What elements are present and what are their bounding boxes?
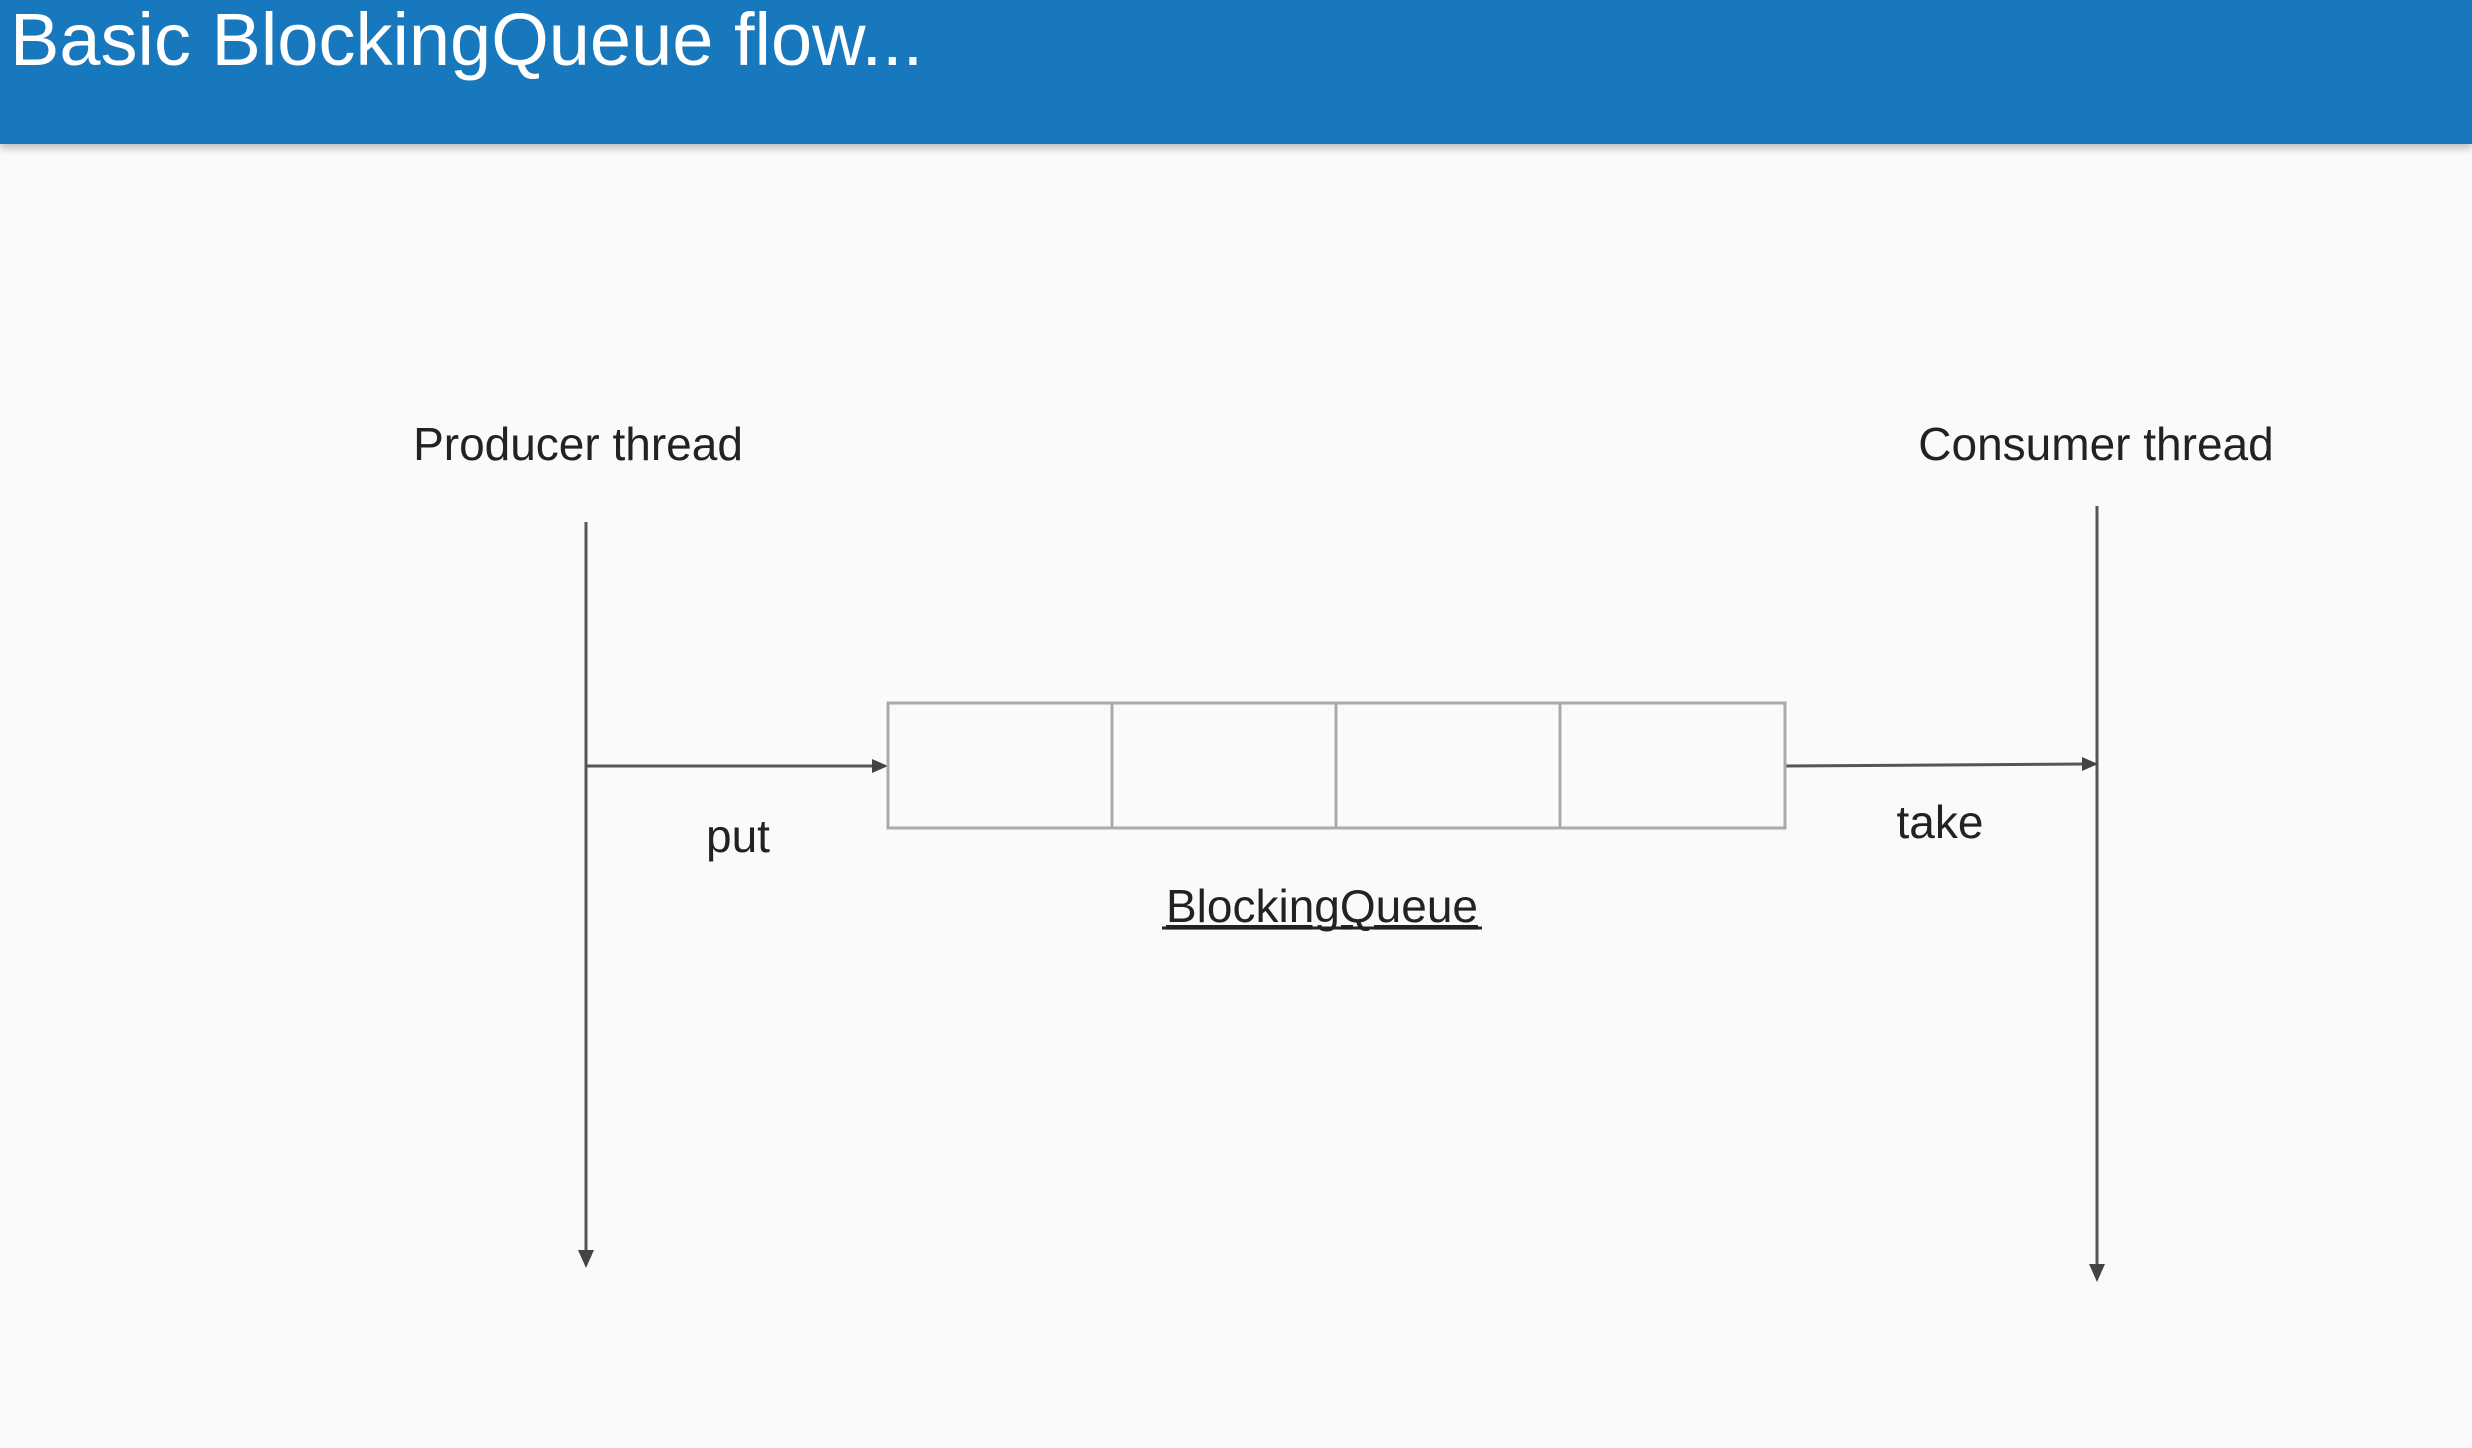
producer-timeline [578,522,594,1268]
take-arrow [1784,757,2098,771]
consumer-timeline [2089,506,2105,1282]
put-label: put [706,810,770,862]
producer-thread-label: Producer thread [413,418,743,470]
blockingqueue-label: BlockingQueue [1166,880,1478,932]
blockingqueue-box [886,701,1787,830]
title-bar: Basic BlockingQueue flow... [0,0,2472,144]
slide-title: Basic BlockingQueue flow... [10,0,924,81]
take-label: take [1897,796,1984,848]
put-arrow [586,759,888,773]
consumer-thread-label: Consumer thread [1918,418,2273,470]
